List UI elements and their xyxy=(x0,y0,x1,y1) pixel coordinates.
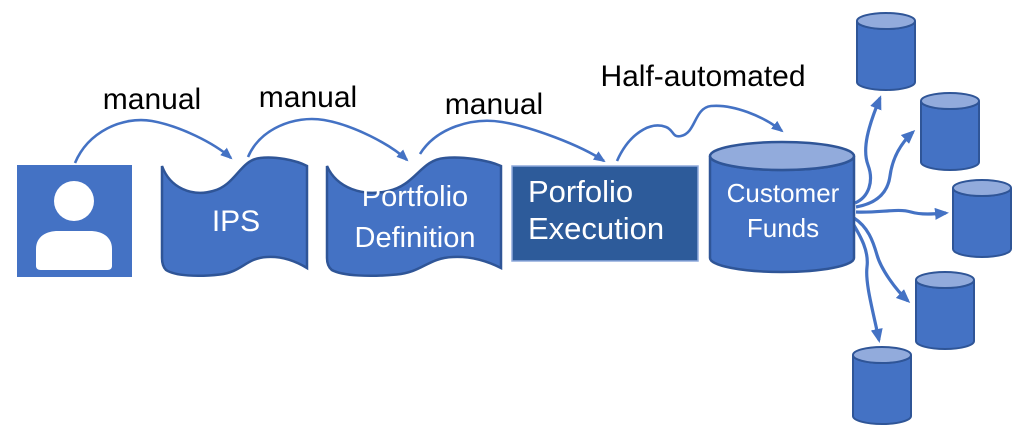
portfolio-definition-label-line2: Definition xyxy=(355,222,476,254)
arrow-label-half-automated: Half-automated xyxy=(600,60,805,93)
portfolio-execution-label-line1: Porfolio xyxy=(528,174,633,209)
portfolio-execution-node: Porfolio Execution xyxy=(511,165,699,262)
arrow-definition-to-execution xyxy=(418,119,606,163)
destination-database-4 xyxy=(915,271,975,350)
destination-database-2 xyxy=(920,92,980,171)
arrow-label-manual-1: manual xyxy=(103,83,201,116)
portfolio-definition-label-line1: Portfolio xyxy=(362,181,468,213)
arrow-execution-to-funds xyxy=(615,104,784,162)
customer-funds-cylinder-top xyxy=(708,140,856,172)
customer-funds-node: Customer Funds xyxy=(708,140,856,274)
fanout-arrows xyxy=(850,95,949,343)
person-body-icon xyxy=(36,231,112,270)
person-head-icon xyxy=(54,181,94,221)
arrow-funds-to-db-1 xyxy=(854,95,882,205)
customer-funds-label-line1: Customer xyxy=(727,178,840,208)
arrow-label-manual-3: manual xyxy=(445,88,543,121)
destination-database-5 xyxy=(852,346,912,425)
connector-arrows xyxy=(73,104,784,164)
ips-wave-shape xyxy=(162,157,307,275)
portfolio-execution-label-line2: Execution xyxy=(528,211,664,246)
portfolio-execution-box xyxy=(511,165,699,262)
destination-database-1 xyxy=(856,12,916,91)
arrow-label-manual-2: manual xyxy=(259,81,357,114)
portfolio-definition-wave-shape xyxy=(327,157,501,275)
ips-label: IPS xyxy=(212,205,260,238)
arrow-funds-to-db-3 xyxy=(855,207,949,220)
ips-node: IPS xyxy=(162,157,307,275)
portfolio-definition-node: Portfolio Definition xyxy=(327,157,501,275)
arrow-funds-to-db-4 xyxy=(853,216,911,304)
person-node xyxy=(17,165,132,277)
customer-funds-label-line2: Funds xyxy=(747,213,819,243)
destination-database-3 xyxy=(952,179,1012,258)
arrow-ips-to-definition xyxy=(246,117,409,162)
arrow-funds-to-db-5 xyxy=(850,221,883,343)
arrow-person-to-ips xyxy=(73,118,233,164)
arrow-funds-to-db-2 xyxy=(855,129,916,209)
